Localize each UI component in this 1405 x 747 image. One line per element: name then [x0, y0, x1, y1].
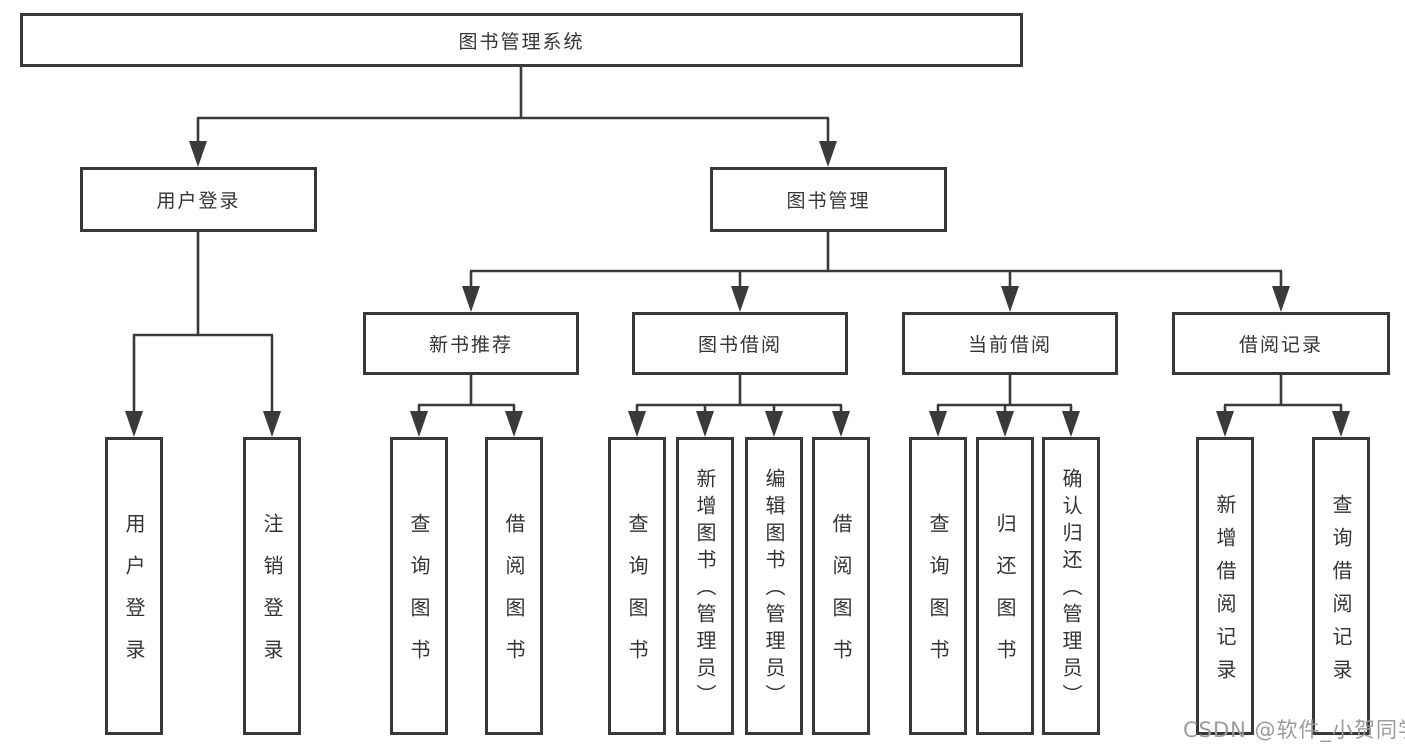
- connector-borrowrecord-to-leaves: [1216, 375, 1350, 437]
- node-label: 当前借阅: [967, 334, 1052, 356]
- leaf-user-login: 用户登录: [105, 437, 163, 735]
- node-user-login: 用户登录: [80, 167, 317, 232]
- node-label: 注销登录: [260, 513, 284, 681]
- node-current-borrowing: 当前借阅: [902, 312, 1118, 375]
- node-label: 查询图书: [926, 513, 950, 681]
- leaf-newbook-query-books: 查询图书: [390, 437, 448, 735]
- connector-newbook-to-leaves: [410, 375, 523, 437]
- node-label: 确认归还（管理员）: [1059, 468, 1083, 711]
- node-library-system: 图书管理系统: [20, 13, 1023, 67]
- leaf-current-query-books: 查询图书: [909, 437, 967, 735]
- leaf-borrow-edit-books-admin: 编辑图书（管理员）: [745, 437, 803, 735]
- node-label: 归还图书: [993, 513, 1017, 681]
- node-label: 用户登录: [122, 513, 146, 681]
- watermark-text: CSDN @软件_小贺同学: [1183, 718, 1405, 742]
- leaf-current-confirm-return-admin: 确认归还（管理员）: [1042, 437, 1100, 735]
- leaf-current-return-books: 归还图书: [976, 437, 1034, 735]
- leaf-logout: 注销登录: [243, 437, 301, 735]
- node-label: 查询图书: [625, 513, 649, 681]
- leaf-borrow-borrow-books: 借阅图书: [812, 437, 870, 735]
- connector-bookmgmt-to-level3: [462, 232, 1290, 312]
- leaf-record-query-record: 查询借阅记录: [1312, 437, 1370, 735]
- connector-root-to-level2: [189, 67, 837, 167]
- node-label: 查询借阅记录: [1329, 493, 1353, 692]
- node-label: 查询图书: [407, 513, 431, 681]
- leaf-borrow-add-books-admin: 新增图书（管理员）: [676, 437, 734, 735]
- node-label: 新增借阅记录: [1213, 493, 1237, 692]
- node-book-management: 图书管理: [710, 167, 947, 232]
- node-label: 用户登录: [156, 190, 241, 212]
- node-label: 借阅记录: [1238, 334, 1323, 356]
- node-label: 新增图书（管理员）: [693, 468, 717, 711]
- node-label: 图书管理: [786, 190, 871, 212]
- node-label: 图书管理系统: [458, 30, 585, 53]
- node-label: 图书借阅: [697, 334, 782, 356]
- connector-bookborrow-to-leaves: [628, 375, 850, 437]
- leaf-borrow-query-books: 查询图书: [608, 437, 666, 735]
- node-label: 借阅图书: [502, 513, 526, 681]
- node-label: 借阅图书: [829, 513, 853, 681]
- node-label: 新书推荐: [428, 334, 513, 356]
- node-borrowing-records: 借阅记录: [1172, 312, 1390, 375]
- node-new-book-recommendation: 新书推荐: [363, 312, 579, 375]
- leaf-newbook-borrow-books: 借阅图书: [485, 437, 543, 735]
- connector-currentborrow-to-leaves: [929, 375, 1080, 437]
- node-book-borrowing: 图书借阅: [632, 312, 848, 375]
- node-label: 编辑图书（管理员）: [762, 468, 786, 711]
- leaf-record-add-record: 新增借阅记录: [1196, 437, 1254, 735]
- connector-userlogin-to-leaves: [125, 232, 281, 437]
